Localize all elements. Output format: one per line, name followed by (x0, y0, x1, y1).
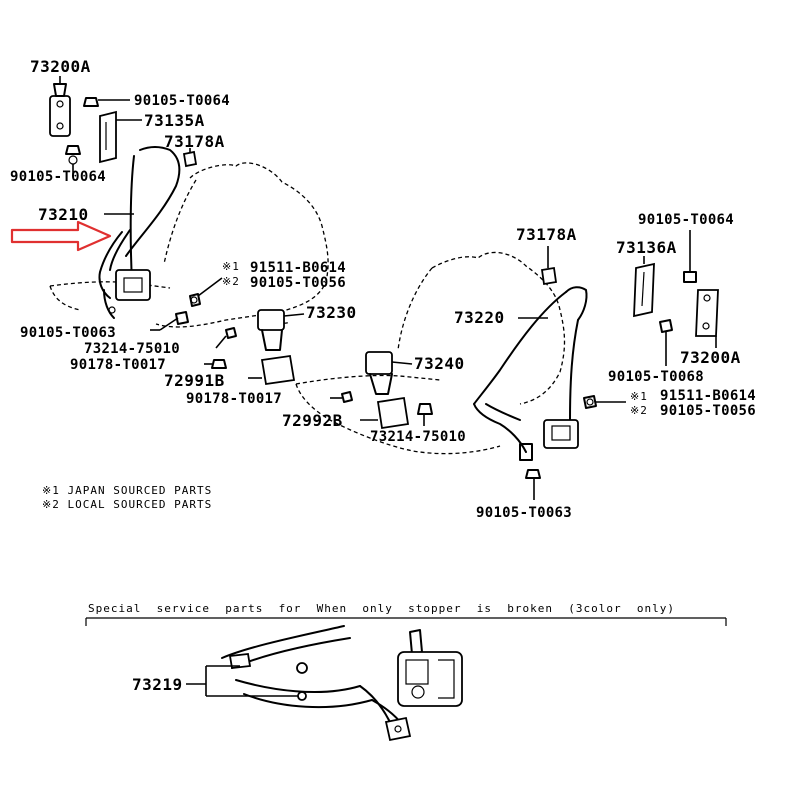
label-73136A: 73136A (616, 238, 677, 257)
mark-2-right: ※2 (630, 404, 648, 417)
label-73210: 73210 (38, 205, 89, 224)
right-belt-assembly (473, 286, 588, 500)
right-lower-anchor-bolts (583, 395, 626, 409)
label-90178-T0017-mid: 90178-T0017 (186, 391, 282, 407)
center-buckle-assembly (330, 351, 433, 430)
label-73220: 73220 (454, 308, 505, 327)
special-service-bracket (85, 617, 727, 626)
label-73214-75010-mid: 73214-75010 (370, 429, 466, 445)
label-73219: 73219 (132, 675, 183, 694)
label-72991B: 72991B (164, 371, 225, 390)
label-73178A-right: 73178A (516, 225, 577, 244)
label-90105-T0064-right: 90105-T0064 (638, 212, 734, 228)
label-73230: 73230 (306, 303, 357, 322)
label-90105-T0064-left: 90105-T0064 (10, 169, 106, 185)
label-73135A: 73135A (144, 111, 205, 130)
label-72992B: 72992B (282, 411, 343, 430)
label-91511-B0614-right: 91511-B0614 (660, 388, 756, 404)
label-90105-T0063-left: 90105-T0063 (20, 325, 116, 341)
legend-local-sourced: ※2 LOCAL SOURCED PARTS (42, 498, 212, 511)
part-number-labels: 73200A 90105-T0064 73135A 73178A 90105-T… (10, 57, 756, 694)
left-belt-assembly (98, 146, 181, 319)
label-90105-T0068: 90105-T0068 (608, 369, 704, 385)
label-73214-75010-left: 73214-75010 (84, 341, 180, 357)
mark-1-left: ※1 (222, 260, 240, 273)
left-height-adjuster (49, 76, 130, 176)
left-lower-anchor-bolts (150, 277, 223, 331)
special-service-caption: Special service parts for When only stop… (88, 602, 675, 615)
label-91511-B0614-left: 91511-B0614 (250, 260, 346, 276)
pointer-arrow (10, 220, 112, 252)
left-buckle-assembly (204, 309, 305, 386)
sourcing-legend: ※1 JAPAN SOURCED PARTS ※2 LOCAL SOURCED … (42, 484, 212, 511)
stopper-assembly-drawing (186, 625, 463, 742)
label-90105-T0063-bottom: 90105-T0063 (476, 505, 572, 521)
left-adjuster-cover (99, 110, 142, 164)
label-90105-T0056-left: 90105-T0056 (250, 275, 346, 291)
label-73240: 73240 (414, 354, 465, 373)
right-belt-guide-clip (540, 246, 558, 286)
mark-1-right: ※1 (630, 390, 648, 403)
legend-japan-sourced: ※1 JAPAN SOURCED PARTS (42, 484, 212, 497)
label-90105-T0064-top: 90105-T0064 (134, 93, 230, 109)
label-73200A-left: 73200A (30, 57, 91, 76)
mark-2-left: ※2 (222, 275, 240, 288)
label-73178A-left: 73178A (164, 132, 225, 151)
label-90105-T0056-right: 90105-T0056 (660, 403, 756, 419)
label-90178-T0017-left: 90178-T0017 (70, 357, 166, 373)
right-adjuster-cover (633, 256, 655, 318)
right-height-adjuster (659, 230, 719, 366)
left-belt-guide-clip (182, 148, 198, 168)
label-73200A-right: 73200A (680, 348, 741, 367)
